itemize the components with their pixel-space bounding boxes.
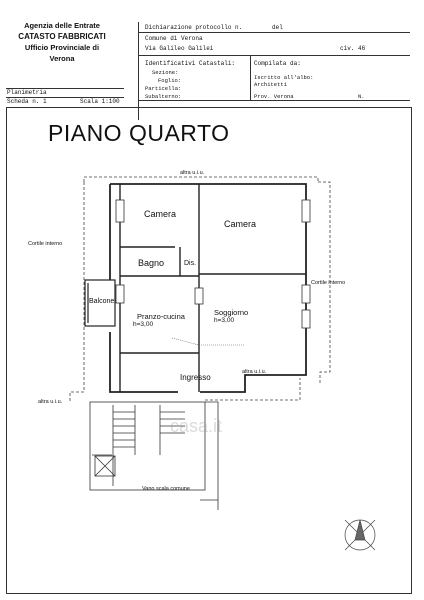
label-altra-uiu-top: altra u.i.u. xyxy=(180,170,205,176)
scheda-label: Scheda n. 1 xyxy=(7,98,47,105)
watermark: casa.it xyxy=(170,416,222,436)
room-height-pranzo: h=3,00 xyxy=(133,321,154,328)
room-label-vano-scala: Vano scala comune xyxy=(142,486,190,492)
door-openings xyxy=(171,337,245,346)
agency-block: Agenzia delle Entrate CATASTO FABBRICATI… xyxy=(6,20,118,64)
civico-label: civ. 46 xyxy=(340,45,366,52)
room-label-pranzo: Pranzo-cucina xyxy=(137,312,185,321)
sezione-label: Sezione: xyxy=(152,69,179,76)
ufficio-city: Verona xyxy=(49,54,75,63)
compilata-label: Compilata da: xyxy=(254,60,301,67)
staircase xyxy=(89,401,219,510)
room-label-bagno: Bagno xyxy=(138,258,165,268)
compass-icon xyxy=(344,519,376,551)
label-altra-uiu-right: altra u.i.u. xyxy=(242,369,267,375)
neighbour-boundary xyxy=(69,176,331,402)
room-label-camera-1: Camera xyxy=(144,209,177,219)
divider xyxy=(6,97,124,98)
identificativi-label: Identificativi Catastali: xyxy=(145,60,236,67)
del-label: del xyxy=(272,24,283,31)
particella-label: Particella: xyxy=(145,85,182,92)
dichiarazione-label: Dichiarazione protocollo n. xyxy=(145,24,243,31)
subalterno-label: Subalterno: xyxy=(145,93,182,100)
provincia-label: Prov. Verona xyxy=(254,93,294,100)
floor-title: PIANO QUARTO xyxy=(48,120,230,146)
form-box xyxy=(138,22,411,120)
outer-walls xyxy=(109,183,307,393)
architetti-label: Architetti xyxy=(254,81,288,88)
planimetria-box xyxy=(6,88,124,107)
room-label-camera-2: Camera xyxy=(224,219,257,229)
label-altra-uiu-left: altra u.i.u. xyxy=(38,399,63,405)
planimetria-label: Planimetria xyxy=(7,89,47,96)
room-height-soggiorno: h=3,00 xyxy=(214,317,235,324)
divider xyxy=(138,32,410,33)
balcony xyxy=(84,279,116,327)
room-label-balcone: Balcone xyxy=(89,298,115,305)
divider xyxy=(138,55,410,56)
numero-label: N. xyxy=(358,93,365,100)
comune-label: Comune di Verona xyxy=(145,35,203,42)
scala-label: Scala 1:100 xyxy=(80,98,120,105)
drawing-frame xyxy=(6,107,412,594)
room-label-soggiorno: Soggiorno xyxy=(214,308,249,317)
room-label-ingresso: Ingresso xyxy=(180,373,211,382)
windows xyxy=(115,199,311,329)
agency-name: Agenzia delle Entrate xyxy=(24,21,100,30)
iscritto-label: Iscritto all'albo: xyxy=(254,74,314,81)
divider xyxy=(250,55,251,100)
label-cortile-left: Cortile interno xyxy=(28,241,63,247)
label-cortile-right: Cortile interno xyxy=(311,280,346,286)
divider xyxy=(138,100,410,101)
ufficio-label: Ufficio Provinciale di xyxy=(24,43,100,52)
foglio-label: Foglio: xyxy=(158,77,182,84)
room-label-dis: Dis. xyxy=(184,260,197,267)
via-label: Via Galileo Galilei xyxy=(145,45,214,52)
catasto-title: CATASTO FABBRICATI xyxy=(18,32,106,41)
